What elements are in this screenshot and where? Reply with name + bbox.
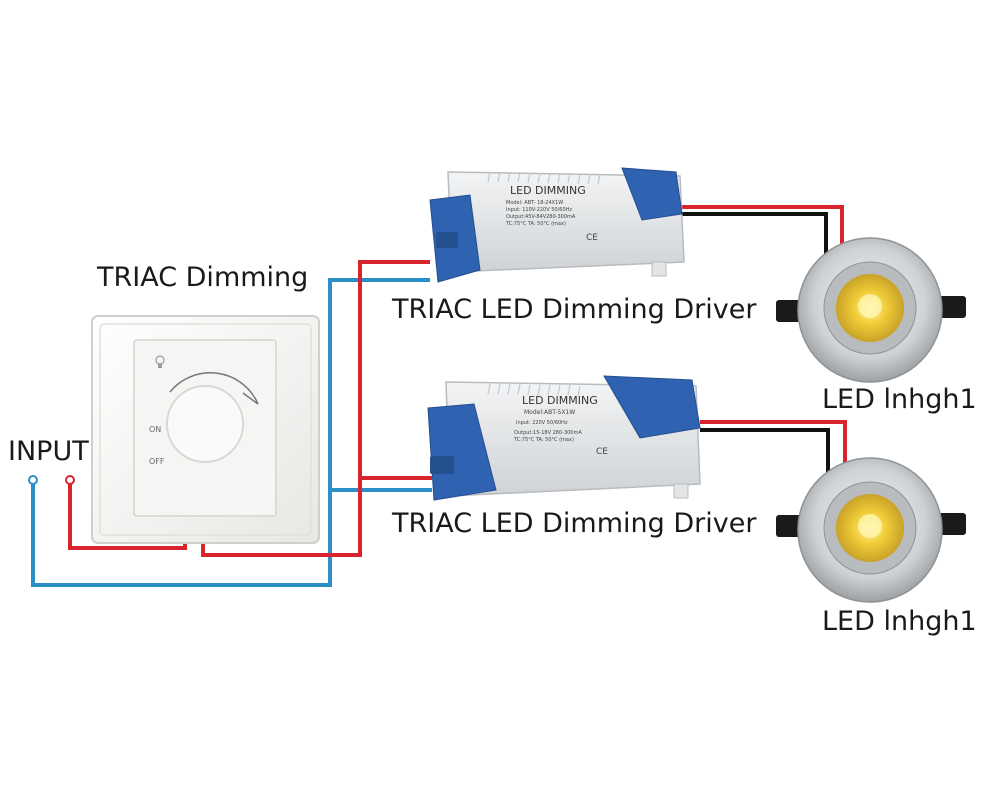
driver-1-temp: TC:75°C TA: 50°C (max) bbox=[505, 221, 566, 227]
triac-dimming-label: TRIAC Dimming bbox=[97, 262, 309, 293]
input-label: INPUT bbox=[8, 436, 89, 467]
driver-2-red-output bbox=[700, 420, 847, 480]
driver-2-title: LED DIMMING bbox=[522, 394, 598, 407]
input-terminal-live bbox=[65, 475, 75, 485]
dimmer-on-label: ON bbox=[149, 425, 161, 434]
led-2-label: LED lnhgh1 bbox=[822, 606, 977, 637]
driver-1-output: Output:45V-84V280-300mA bbox=[506, 214, 576, 220]
driver-2-temp: TC:75°C TA: 50°C (max) bbox=[513, 437, 574, 443]
led-driver-1: LED DIMMING Model: ABT- 18-24X1W Input: … bbox=[429, 167, 685, 283]
driver-1-ce-mark: CE bbox=[586, 233, 598, 243]
dimmer-off-label: OFF bbox=[149, 457, 165, 466]
bulb-icon bbox=[155, 355, 165, 368]
driver-1-input: Input: 110V-220V 50/60Hz bbox=[506, 207, 572, 213]
led-driver-2: LED DIMMING Model:ABT-5X1W Input: 220V 5… bbox=[427, 375, 701, 501]
neutral-wire bbox=[31, 278, 430, 587]
driver-2-input: Input: 220V 50/60Hz bbox=[516, 420, 568, 426]
driver-2-ce-mark: CE bbox=[596, 447, 608, 457]
driver-2-output: Output:15-18V 280-300mA bbox=[514, 430, 582, 436]
input-terminal-neutral bbox=[28, 475, 38, 485]
led-1-label: LED lnhgh1 bbox=[822, 384, 977, 415]
live-output-wire bbox=[201, 260, 430, 557]
triac-dimmer-switch[interactable]: ON OFF bbox=[91, 315, 320, 544]
led-downlight-1 bbox=[776, 237, 966, 383]
driver-1-black-output bbox=[680, 212, 828, 262]
driver-1-title: LED DIMMING bbox=[510, 184, 586, 197]
led-downlight-2 bbox=[776, 457, 966, 603]
dimmer-knob[interactable] bbox=[166, 385, 244, 463]
driver-2-model: Model:ABT-5X1W bbox=[524, 409, 575, 416]
driver-1-model: Model: ABT- 18-24X1W bbox=[506, 200, 563, 206]
driver-2-black-output bbox=[700, 428, 830, 480]
wires bbox=[31, 205, 847, 587]
driver-1-label: TRIAC LED Dimming Driver bbox=[392, 294, 757, 325]
driver-2-label: TRIAC LED Dimming Driver bbox=[392, 508, 757, 539]
